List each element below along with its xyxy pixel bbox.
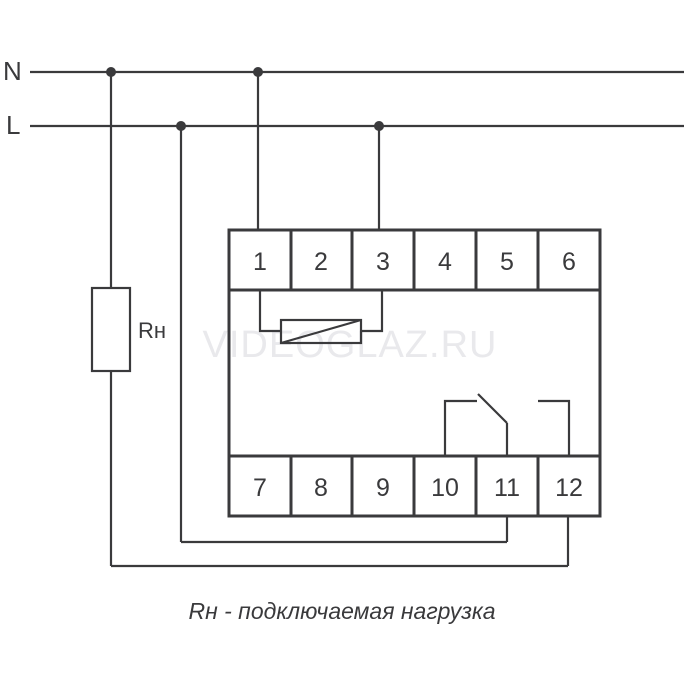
neutral-line-label: N <box>3 56 22 86</box>
terminal-2-label: 2 <box>314 248 328 276</box>
terminal-12-label: 12 <box>555 474 583 502</box>
bottom-terminal-separators <box>289 456 540 516</box>
terminal-3-label: 3 <box>376 248 390 276</box>
terminal-11-label: 11 <box>494 474 520 502</box>
load-resistor <box>90 286 132 373</box>
terminal-7-label: 7 <box>253 474 267 502</box>
watermark: VIDEOGLAZ.RU <box>203 324 498 366</box>
top-terminal-separators <box>289 230 540 290</box>
terminal-10-label: 10 <box>431 474 459 502</box>
terminal-9-label: 9 <box>376 474 390 502</box>
terminal-6-label: 6 <box>562 248 576 276</box>
terminal-1-label: 1 <box>253 248 267 276</box>
caption: Rн - подключаемая нагрузка <box>188 598 495 624</box>
terminal-5-label: 5 <box>500 248 514 276</box>
terminal-8-label: 8 <box>314 474 328 502</box>
relay-contacts <box>443 393 571 456</box>
load-label: Rн <box>138 318 166 343</box>
terminal-4-label: 4 <box>438 248 452 276</box>
live-line-label: L <box>6 110 20 140</box>
relay-coil <box>258 290 384 345</box>
